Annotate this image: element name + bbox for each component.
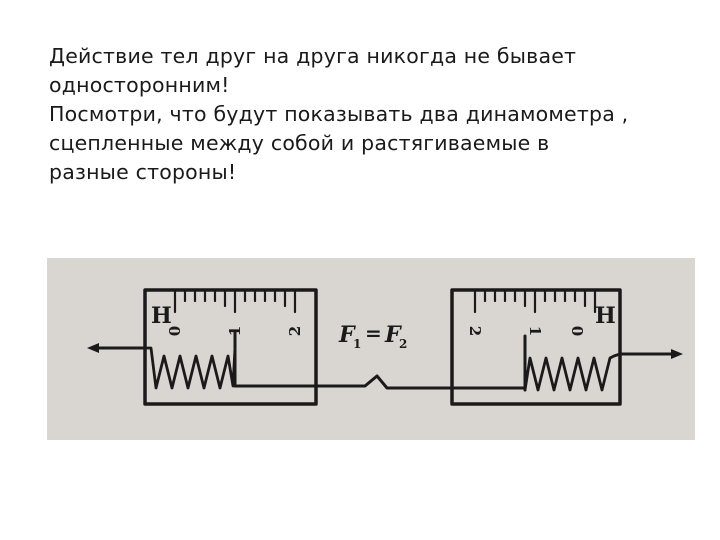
left-scale-ticks (173, 288, 297, 314)
left-scale-label-1: 1 (226, 326, 244, 336)
text-line-1: Действие тел друг на друга никогда не бы… (49, 44, 577, 68)
right-scale-label-0: 0 (568, 326, 586, 336)
formula-f1: F (338, 322, 356, 348)
left-spring (143, 346, 237, 390)
force-equality-formula: F 1 = F 2 (338, 321, 407, 351)
right-unit-label: Н (595, 303, 616, 329)
right-arrowhead (671, 349, 683, 359)
slide-text: Действие тел друг на друга никогда не бы… (49, 42, 689, 187)
left-unit-label: Н (151, 303, 172, 329)
right-scale-label-2: 2 (466, 326, 484, 336)
formula-sub2: 2 (399, 337, 407, 351)
dynamometers-illustration: Н 0 1 2 2 1 0 Н F 1 = F 2 (87, 288, 683, 406)
text-line-2: односторонним! (49, 73, 230, 97)
text-line-4: сцепленные между собой и растягиваемые в (49, 131, 550, 155)
right-scale-ticks (473, 288, 597, 314)
right-scale-label-1: 1 (526, 326, 544, 336)
dynamometers-figure: Н 0 1 2 2 1 0 Н F 1 = F 2 (47, 258, 695, 440)
text-line-5: разные стороны! (49, 160, 237, 184)
formula-equals: = (365, 321, 382, 345)
right-spring (523, 352, 622, 392)
left-arrowhead (87, 343, 99, 353)
formula-sub1: 1 (353, 337, 361, 351)
formula-f2: F (384, 322, 402, 348)
left-scale-label-0: 0 (166, 326, 184, 336)
connecting-wire (233, 342, 527, 390)
left-scale-label-2: 2 (286, 326, 304, 336)
text-line-3: Посмотри, что будут показывать два динам… (49, 102, 629, 126)
